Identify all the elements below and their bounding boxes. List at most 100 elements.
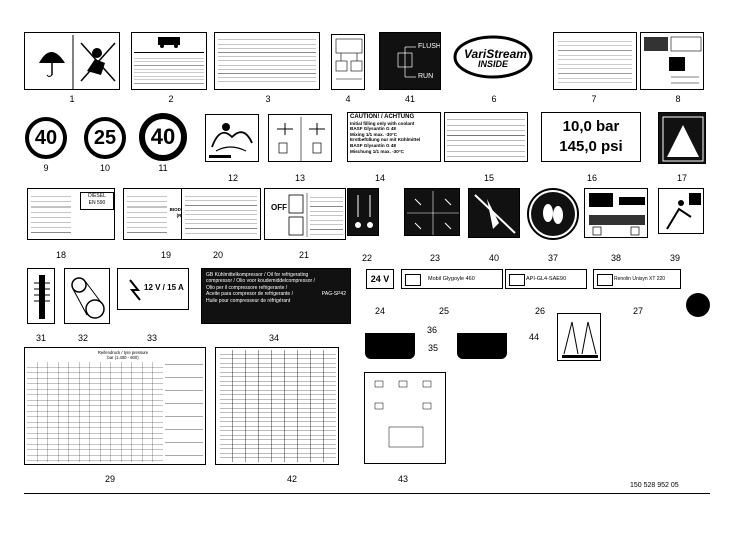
decal-34-compressor-oil: GB Kühlmittelkompressor / Oil for refrig…: [201, 268, 351, 324]
decal-40-no-touch: [468, 188, 520, 238]
callout-27: 27: [632, 306, 643, 316]
callout-6: 6: [491, 94, 497, 104]
decal-13-hydraulic: [268, 114, 332, 162]
callout-13: 13: [294, 173, 305, 183]
callout-8: 8: [675, 94, 681, 104]
caution-title: CAUTION! / ACHTUNG: [350, 114, 415, 120]
pressure-table: [27, 362, 163, 462]
tank-icon: [644, 36, 702, 84]
oil-line-4: Aceite para compresor de refrigerante /: [206, 291, 293, 298]
footprint-icon: [531, 192, 575, 236]
callout-34: 34: [268, 333, 279, 343]
key-icon: [288, 193, 308, 237]
pressure-bar: 10,0 bar: [562, 118, 620, 135]
decal-42-overview: [215, 347, 339, 465]
callout-37: 37: [547, 253, 558, 263]
callout-11: 11: [158, 163, 168, 173]
callout-24: 24: [374, 306, 385, 316]
callout-43: 43: [397, 474, 408, 484]
climb-icon: [666, 193, 701, 230]
callout-39: 39: [669, 253, 680, 263]
decal-24-voltage: 24 V: [366, 269, 394, 289]
decal-39-climb: [658, 188, 704, 234]
callout-33: 33: [146, 333, 157, 343]
callout-25: 25: [438, 306, 449, 316]
callout-7: 7: [591, 94, 597, 104]
decal-6-varistream: VariStream INSIDE: [452, 32, 534, 82]
speed-sign-25: 25: [84, 117, 126, 159]
decal-22-hydraulic: [347, 188, 379, 236]
direction-icon: [562, 321, 598, 358]
varistream-text: VariStream: [464, 47, 527, 61]
spring-icon: [34, 275, 50, 319]
caution-line-4: Erstbefüllung nur mit Kühlmittel: [350, 137, 421, 143]
oil-line-5: Huile pour compresseur de réfrigérant: [206, 297, 291, 304]
callout-38: 38: [610, 253, 621, 263]
overview-grid: [220, 350, 336, 462]
oil-line-2: compressor / Olio voor koudemiddelcompre…: [206, 278, 315, 285]
decal-35-pad: [365, 333, 415, 359]
decal-20-text: [181, 188, 261, 240]
callout-10: 10: [99, 163, 110, 173]
callout-14: 14: [374, 173, 385, 183]
callout-23: 23: [429, 253, 440, 263]
decal-15-table: [444, 112, 528, 162]
oil-can-icon: [405, 274, 421, 286]
callout-42: 42: [286, 474, 297, 484]
oil-spec-2: API-GL4-SAE90: [526, 276, 567, 282]
speed-sign-40: 40: [25, 117, 67, 159]
decal-27-oil: Renolin Unisyn XT 220: [593, 269, 681, 289]
decal-12-hazard: [205, 114, 259, 162]
power-text: 12 V / 15 A: [144, 283, 184, 292]
callout-32: 32: [77, 333, 88, 343]
caution-line-2: BASF Glysantin G 48: [350, 126, 396, 132]
decal-32-belt: [64, 268, 110, 324]
callout-20: 20: [212, 250, 223, 260]
oil-spec-3: Renolin Unisyn XT 220: [614, 276, 666, 282]
footer-rule: [24, 493, 710, 494]
oil-line-1: GB Kühlmittelkompressor / Oil for refrig…: [206, 272, 309, 278]
no-hand-icon: [474, 194, 516, 234]
callout-9: 9: [43, 163, 49, 173]
decal-7-text: [553, 32, 637, 90]
part-number: 150 528 952 05: [630, 482, 679, 489]
caution-line-1: Initial filling only with coolant: [350, 120, 415, 126]
callout-15: 15: [483, 173, 494, 183]
pressure-psi: 145,0 psi: [559, 138, 623, 155]
belt-icon: [71, 277, 105, 319]
beam-icon: [662, 116, 704, 162]
blade-icon: [589, 193, 645, 236]
caution-line-6: Mischung 1/1 max. -30°C: [350, 148, 404, 154]
decal-1-umbrella: [24, 32, 120, 90]
callout-19: 19: [160, 250, 171, 260]
callout-36: 36: [426, 325, 437, 335]
callout-4: 4: [345, 94, 351, 104]
oil-can-icon: [509, 274, 525, 286]
callout-12: 12: [227, 173, 238, 183]
pag-text: PAG-SP42: [321, 291, 346, 297]
callout-1: 1: [69, 94, 75, 104]
callout-31: 31: [35, 333, 46, 343]
plug-icon: [129, 279, 141, 301]
callout-40: 40: [488, 253, 499, 263]
decal-23-control: [404, 188, 460, 236]
decal-25-oil: Mobil Glygoyle 460: [401, 269, 503, 289]
off-text: OFF: [271, 203, 287, 212]
caution-line-5: BASF Glysantin G 48: [350, 142, 396, 148]
oil-spec-1: Mobil Glygoyle 460: [428, 276, 475, 282]
vehicle-icons: [165, 352, 203, 462]
lever-icon: [355, 195, 373, 228]
decal-16-pressure: 10,0 bar 145,0 psi: [541, 112, 641, 162]
oil-line-3: Olio per il compressore refrigerante /: [206, 284, 288, 291]
decal-38-blade: [584, 188, 648, 238]
panel-icon: [374, 380, 432, 448]
en590-text: EN 590: [88, 200, 106, 206]
decal-44-arrows: [557, 313, 601, 361]
callout-41: 41: [404, 94, 415, 104]
umbrella-icon: [39, 35, 116, 89]
diesel-text: DIESEL: [88, 193, 106, 199]
pressure-sub: bar (1.400 - 600): [107, 355, 139, 360]
callout-21: 21: [298, 250, 309, 260]
decal-37-no-step: [527, 188, 579, 240]
callout-35: 35: [427, 343, 438, 353]
